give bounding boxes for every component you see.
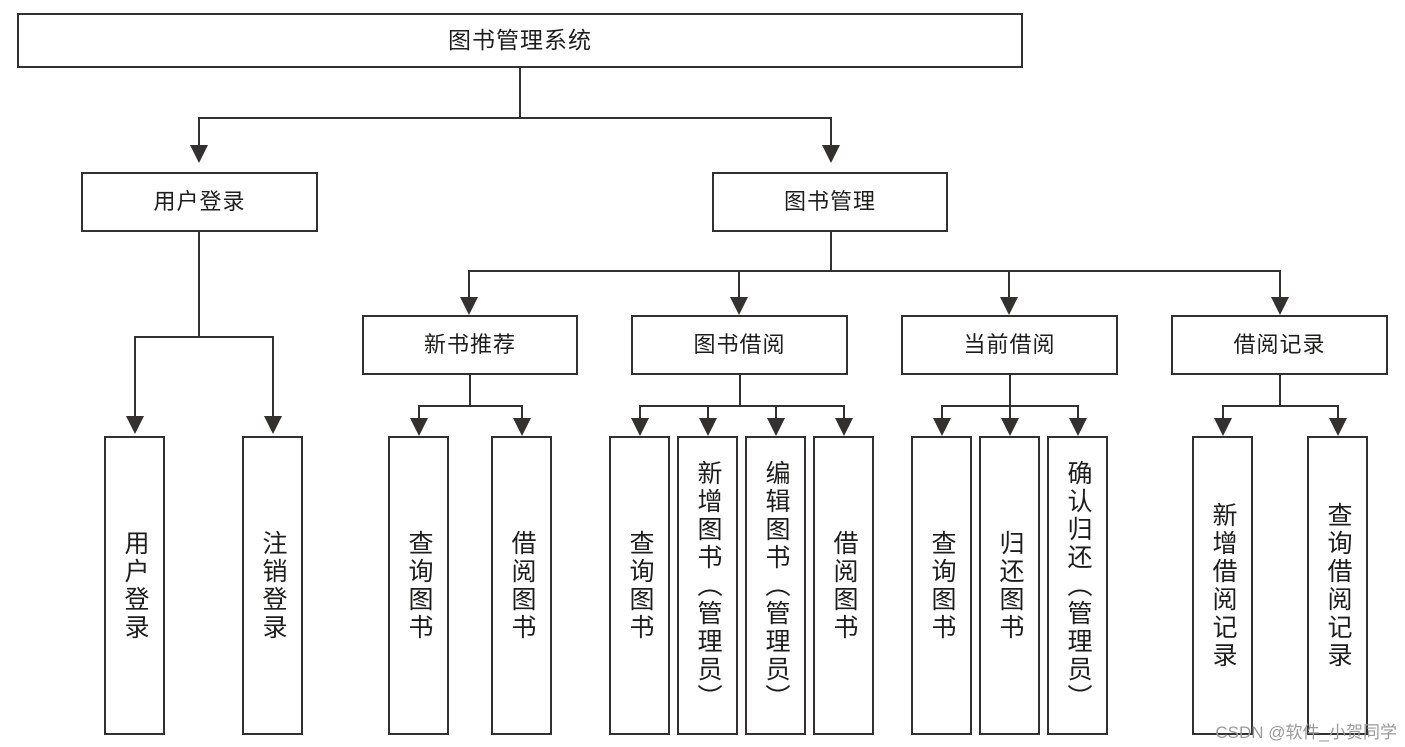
- connector-record-stem: [1279, 375, 1281, 406]
- connector-level3-bus: [468, 270, 1280, 272]
- node-label: 当前借阅: [963, 332, 1056, 358]
- node-label: 查询图书: [626, 529, 654, 642]
- node-label: 借阅记录: [1233, 332, 1326, 358]
- connector-user-login-bus: [134, 336, 274, 338]
- leaf-borrow-edit-book-admin[interactable]: 编辑图书（管理员）: [745, 436, 806, 735]
- arrowhead-record-0: [1214, 418, 1232, 436]
- node-label: 查询图书: [928, 529, 956, 642]
- arrowhead-level2-1: [822, 145, 840, 163]
- connector-user-login-drop-1: [272, 336, 274, 416]
- arrowhead-borrow-3: [835, 418, 853, 436]
- connector-root-stem: [519, 68, 521, 118]
- arrowhead-current-0: [933, 418, 951, 436]
- connector-recommend-bus: [418, 405, 522, 407]
- connector-current-drop-2: [1077, 405, 1079, 418]
- arrowhead-level3-1: [730, 297, 748, 315]
- connector-borrow-drop-3: [843, 405, 845, 418]
- connector-borrow-bus: [639, 405, 844, 407]
- node-book-borrow[interactable]: 图书借阅: [631, 315, 848, 375]
- leaf-recommend-query-book[interactable]: 查询图书: [388, 436, 449, 735]
- connector-level3-drop-0: [468, 270, 470, 297]
- leaf-logout[interactable]: 注销登录: [242, 436, 303, 735]
- connector-recommend-drop-1: [521, 405, 523, 418]
- node-book-management[interactable]: 图书管理: [712, 172, 948, 232]
- connector-record-drop-0: [1222, 405, 1224, 418]
- connector-book-mgmt-stem: [830, 232, 832, 271]
- connector-user-login-stem: [198, 232, 200, 337]
- leaf-borrow-add-book-admin[interactable]: 新增图书（管理员）: [677, 436, 738, 735]
- node-label: 查询借阅记录: [1324, 501, 1352, 670]
- node-current-borrow[interactable]: 当前借阅: [901, 315, 1118, 375]
- arrowhead-level3-3: [1271, 297, 1289, 315]
- node-label: 借阅图书: [830, 529, 858, 642]
- node-label: 图书管理系统: [448, 26, 592, 53]
- connector-current-stem: [1009, 375, 1011, 406]
- leaf-record-query-borrow-record[interactable]: 查询借阅记录: [1307, 436, 1368, 735]
- node-label: 归还图书: [996, 529, 1024, 642]
- arrowhead-record-1: [1329, 418, 1347, 436]
- csdn-watermark: CSDN @软件_小贺同学: [1215, 723, 1397, 742]
- connector-recommend-stem: [469, 375, 471, 406]
- node-label: 编辑图书（管理员）: [762, 459, 790, 712]
- connector-recommend-drop-0: [418, 405, 420, 418]
- arrowhead-recommend-0: [410, 418, 428, 436]
- connector-user-login-drop-0: [134, 336, 136, 416]
- arrowhead-user-login-0: [126, 416, 144, 434]
- leaf-borrow-query-book[interactable]: 查询图书: [609, 436, 670, 735]
- node-label: 新增图书（管理员）: [694, 459, 722, 712]
- node-label: 查询图书: [405, 529, 433, 642]
- node-label: 新书推荐: [423, 332, 516, 358]
- connector-current-drop-0: [941, 405, 943, 418]
- node-label: 借阅图书: [508, 529, 536, 642]
- connector-record-bus: [1222, 405, 1338, 407]
- arrowhead-borrow-0: [631, 418, 649, 436]
- leaf-record-add-borrow-record[interactable]: 新增借阅记录: [1192, 436, 1253, 735]
- node-label: 新增借阅记录: [1209, 501, 1237, 670]
- node-label: 图书管理: [783, 189, 876, 215]
- node-root-book-management-system[interactable]: 图书管理系统: [17, 13, 1023, 68]
- node-user-login[interactable]: 用户登录: [81, 172, 318, 232]
- node-label: 确认归还（管理员）: [1064, 459, 1092, 712]
- connector-borrow-drop-2: [775, 405, 777, 418]
- node-label: 用户登录: [121, 529, 149, 642]
- node-label: 注销登录: [259, 529, 287, 642]
- leaf-user-login[interactable]: 用户登录: [104, 436, 165, 735]
- connector-level2-bus: [198, 117, 831, 119]
- arrowhead-level2-0: [190, 145, 208, 163]
- arrowhead-recommend-1: [513, 418, 531, 436]
- connector-level3-drop-2: [1008, 270, 1010, 297]
- connector-current-drop-1: [1009, 405, 1011, 418]
- arrowhead-current-1: [1001, 418, 1019, 436]
- connector-record-drop-1: [1337, 405, 1339, 418]
- node-borrow-record[interactable]: 借阅记录: [1171, 315, 1388, 375]
- arrowhead-level3-2: [1000, 297, 1018, 315]
- connector-level3-drop-1: [738, 270, 740, 297]
- connector-borrow-stem: [739, 375, 741, 406]
- leaf-current-query-book[interactable]: 查询图书: [911, 436, 972, 735]
- connector-level3-drop-3: [1279, 270, 1281, 297]
- connector-borrow-drop-0: [639, 405, 641, 418]
- arrowhead-current-2: [1069, 418, 1087, 436]
- node-label: 用户登录: [153, 189, 246, 215]
- leaf-recommend-borrow-book[interactable]: 借阅图书: [491, 436, 552, 735]
- node-new-book-recommend[interactable]: 新书推荐: [362, 315, 578, 375]
- arrowhead-level3-0: [460, 297, 478, 315]
- leaf-borrow-borrow-book[interactable]: 借阅图书: [813, 436, 874, 735]
- connector-borrow-drop-1: [707, 405, 709, 418]
- arrowhead-user-login-1: [264, 416, 282, 434]
- connector-level2-drop-1: [830, 117, 832, 145]
- arrowhead-borrow-1: [699, 418, 717, 436]
- node-label: 图书借阅: [693, 332, 786, 358]
- connector-level2-drop-0: [198, 117, 200, 145]
- leaf-current-return-book[interactable]: 归还图书: [979, 436, 1040, 735]
- arrowhead-borrow-2: [767, 418, 785, 436]
- leaf-current-confirm-return-admin[interactable]: 确认归还（管理员）: [1047, 436, 1108, 735]
